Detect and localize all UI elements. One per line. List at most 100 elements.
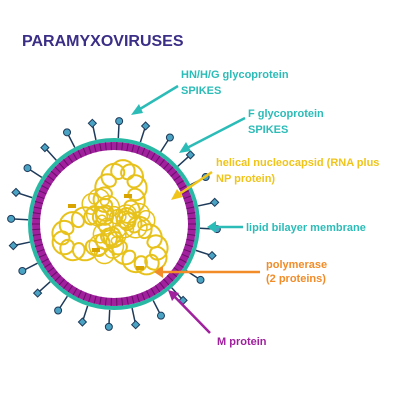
m-protein-tick	[184, 200, 193, 205]
m-protein-tick	[82, 147, 87, 156]
m-protein-tick	[54, 275, 62, 282]
spike-stalk	[59, 295, 68, 309]
spike-stalk	[14, 218, 29, 221]
m-protein-tick	[63, 159, 69, 166]
virion	[7, 117, 221, 331]
hn-spike-head	[104, 322, 113, 331]
m-protein-tick	[33, 206, 42, 210]
m-protein-tick	[187, 217, 196, 220]
polymerase-marker	[68, 204, 76, 208]
spike-stalk	[16, 241, 31, 246]
m-protein-tick	[88, 145, 92, 154]
m-protein-tick	[77, 290, 83, 298]
m-protein-tick	[38, 190, 47, 195]
polymerase-arrowhead	[154, 266, 163, 278]
m-protein-tick	[50, 271, 58, 278]
f-spikes-label: F glycoprotein SPIKES	[248, 108, 327, 136]
spike-stalk	[160, 139, 169, 153]
m-protein-tick	[82, 292, 87, 301]
m-protein-tick	[99, 296, 102, 305]
polymerase-marker	[124, 194, 132, 198]
m-protein-tick	[41, 258, 49, 263]
m-protein-tick	[63, 282, 69, 289]
spike-stalk	[92, 126, 97, 141]
f-spike-head	[11, 187, 21, 198]
spike-stalk	[139, 128, 146, 143]
m-protein-tick	[36, 195, 45, 200]
spike-stalk	[67, 134, 76, 148]
hn-spike-head	[18, 266, 27, 275]
m-protein-tick	[47, 175, 55, 181]
m-protein-tick	[183, 248, 192, 253]
polymerase-label: polymerase (2 proteins)	[266, 259, 330, 285]
spike-stalk	[152, 300, 161, 314]
helical-nucleocapsid-inner	[81, 188, 156, 265]
m-protein-tick	[176, 180, 184, 186]
m-protein-tick	[36, 248, 45, 253]
m-protein-tick	[58, 162, 65, 170]
m-protein-tick	[187, 233, 196, 236]
m-protein-tick	[88, 294, 92, 303]
m-protein-tick	[159, 159, 165, 166]
m-protein-tick	[186, 206, 195, 210]
m-protein-tick	[121, 142, 124, 151]
m-protein-ticks	[32, 142, 196, 306]
m-protein-tick	[54, 166, 62, 173]
spike-stalk	[117, 124, 120, 139]
m-protein-tick	[44, 262, 52, 268]
m-protein-tick	[126, 143, 129, 152]
m-protein-tick	[32, 228, 41, 231]
membrane-arrowhead	[207, 221, 216, 233]
m-protein-tick	[77, 150, 83, 158]
m-protein-tick	[163, 278, 170, 286]
m-protein-tick	[187, 228, 196, 231]
m-protein-tick	[35, 243, 44, 248]
f-spike-head	[40, 142, 50, 153]
m-protein-tick	[104, 297, 107, 306]
f-spike-head	[185, 150, 196, 160]
m-protein-tick	[32, 217, 41, 220]
hn-spike-head	[54, 306, 63, 315]
f-spike-head	[32, 288, 43, 298]
spike-stalk	[195, 249, 210, 256]
membrane-label: lipid bilayer membrane	[246, 222, 366, 234]
spike-stalk	[46, 149, 57, 161]
m-protein-tick	[141, 147, 146, 156]
m-protein-tick	[179, 185, 187, 190]
spike-stalk	[108, 309, 111, 324]
m-protein-pointer	[171, 293, 211, 334]
m-protein-tick	[181, 253, 190, 258]
diagram-title: PARAMYXOVIRUSES	[22, 33, 184, 50]
spike-stalk	[131, 307, 136, 322]
f-spike-head	[140, 121, 151, 131]
m-protein-tick	[154, 155, 161, 163]
hn-spikes-pointer	[134, 84, 179, 114]
f-spike-head	[209, 197, 220, 208]
polymerase-marker	[92, 248, 100, 252]
m-protein-tick	[166, 166, 174, 173]
m-protein-tick	[47, 267, 55, 273]
f-spike-head	[77, 317, 88, 327]
spike-stalk	[24, 262, 38, 271]
polymerase-markers	[68, 194, 144, 270]
m-protein-tick	[72, 152, 78, 161]
m-protein-tick	[166, 275, 174, 282]
f-spikes-pointer	[182, 116, 246, 152]
m-protein-tick	[99, 143, 102, 152]
hn-spike-head	[115, 117, 124, 126]
nucleocapsid-pointer	[174, 170, 213, 199]
m-protein-tick	[181, 190, 190, 195]
m-protein-tick	[44, 180, 52, 186]
spike-stalk	[39, 281, 51, 292]
hn-spikes-arrowhead	[131, 104, 143, 115]
m-protein-tick	[35, 200, 44, 205]
m-protein-tick	[173, 175, 181, 181]
hn-spike-head	[196, 275, 205, 284]
m-protein-tick	[184, 243, 193, 248]
spike-stalk	[82, 305, 89, 320]
m-protein-label: M protein	[217, 336, 267, 348]
hn-spikes-label: HN/H/G glycoprotein SPIKES	[181, 69, 292, 97]
m-protein-tick	[141, 292, 146, 301]
m-protein-tick	[136, 294, 140, 303]
